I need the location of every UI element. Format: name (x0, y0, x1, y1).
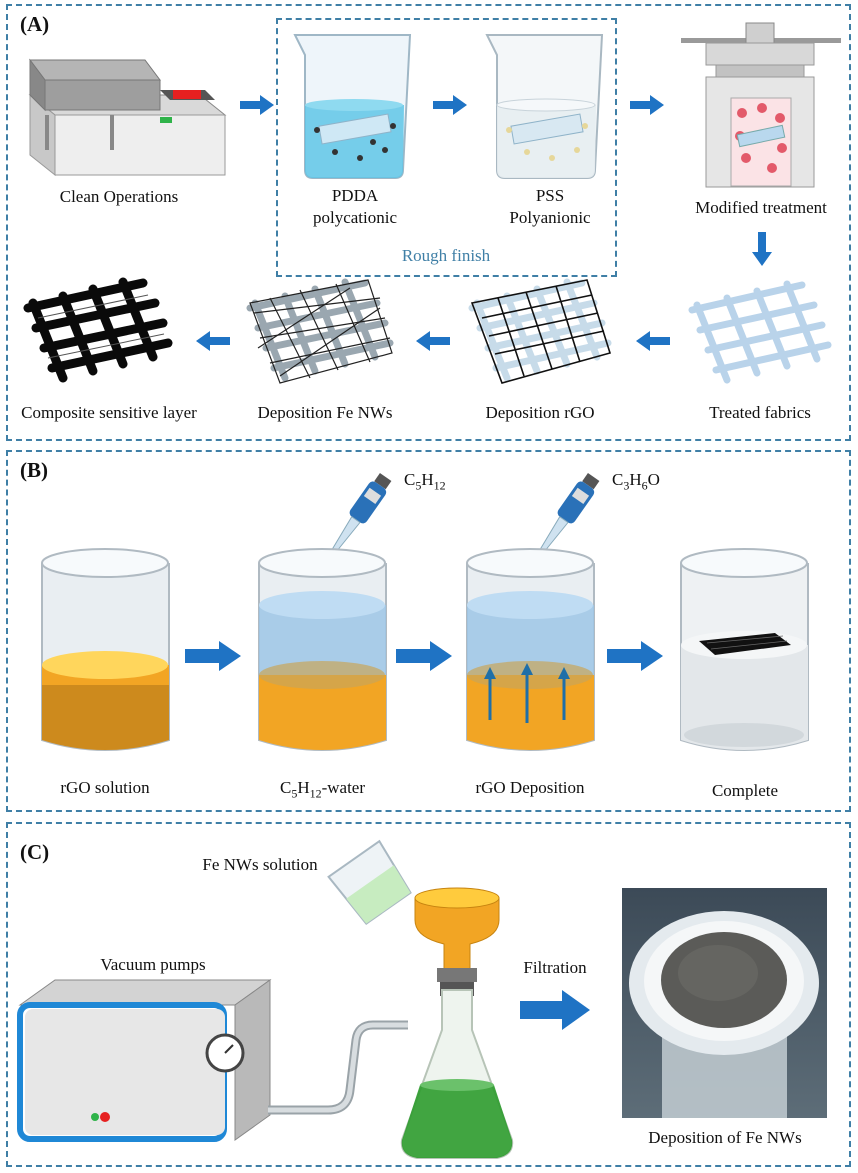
pdda-label: PDDA (331, 186, 379, 205)
autoclave-reactor-icon (681, 22, 841, 188)
arrow-right-icon (520, 990, 590, 1030)
filtration-flask-icon (400, 887, 514, 1159)
composite-layer-label: Composite sensitive layer (21, 403, 197, 422)
rough-finish-label: Rough finish (401, 246, 491, 265)
modified-treatment-label: Modified treatment (695, 198, 827, 217)
panel-b (6, 450, 851, 812)
panel-b-label: (B) (20, 458, 48, 482)
pipette-icon (328, 473, 392, 557)
pdda-sub-label: polycationic (312, 208, 398, 227)
pdda-beaker-icon (293, 34, 412, 179)
vacuum-pumps-label: Vacuum pumps (100, 955, 206, 974)
composite-fabric-icon (23, 277, 173, 383)
fe-fabric-icon (246, 278, 394, 384)
fe-solution-label: Fe NWs solution (202, 855, 318, 874)
deposition-fe-label: Deposition Fe NWs (257, 403, 393, 422)
panel-a (6, 4, 851, 441)
arrow-left-icon (196, 331, 230, 351)
complete-label: Complete (711, 781, 779, 800)
treated-fabrics-label: Treated fabrics (709, 403, 811, 422)
vacuum-tube-icon (268, 1020, 408, 1115)
treated-fabric-icon (688, 280, 832, 384)
panel-c-label: (C) (20, 840, 50, 864)
filtration-label: Filtration (523, 958, 587, 977)
arrow-down-icon (752, 232, 772, 266)
pipette-icon (536, 473, 600, 557)
pipette-1-formula: C5H12 (404, 470, 446, 493)
arrow-right-icon (240, 95, 274, 115)
c5h12-water-label: C5H12-water (279, 778, 366, 801)
deposition-fe-result-label: Deposition of Fe NWs (648, 1128, 802, 1147)
c5h12-water-beaker-icon (258, 548, 387, 751)
rgo-solution-beaker-icon (41, 548, 170, 751)
rgo-fabric-icon (468, 278, 612, 384)
rgo-deposition-label: rGO Deposition (475, 778, 585, 797)
pss-label: PSS (535, 186, 565, 205)
arrow-right-icon (433, 95, 467, 115)
pss-sub-label: Polyanionic (509, 208, 591, 227)
arrow-right-icon (630, 95, 664, 115)
panel-c (6, 822, 851, 1167)
rough-finish-group (276, 18, 617, 277)
fe-nws-deposition-photo (622, 888, 827, 1118)
arrow-right-icon (185, 641, 241, 671)
arrow-right-icon (607, 641, 663, 671)
arrow-left-icon (416, 331, 450, 351)
arrow-left-icon (636, 331, 670, 351)
deposition-rgo-label: Deposition rGO (485, 403, 595, 422)
arrow-right-icon (396, 641, 452, 671)
vacuum-pump-icon (17, 979, 272, 1142)
rgo-deposition-beaker-icon (466, 548, 595, 751)
pss-beaker-icon (485, 34, 604, 179)
rgo-solution-label: rGO solution (60, 778, 150, 797)
complete-beaker-icon (680, 548, 809, 751)
pouring-beaker-icon (327, 839, 412, 925)
panel-a-label: (A) (20, 12, 50, 36)
pipette-2-formula: C3H6O (612, 470, 660, 493)
clean-operations-label: Clean Operations (59, 187, 179, 206)
cleaning-machine-icon (28, 58, 227, 177)
